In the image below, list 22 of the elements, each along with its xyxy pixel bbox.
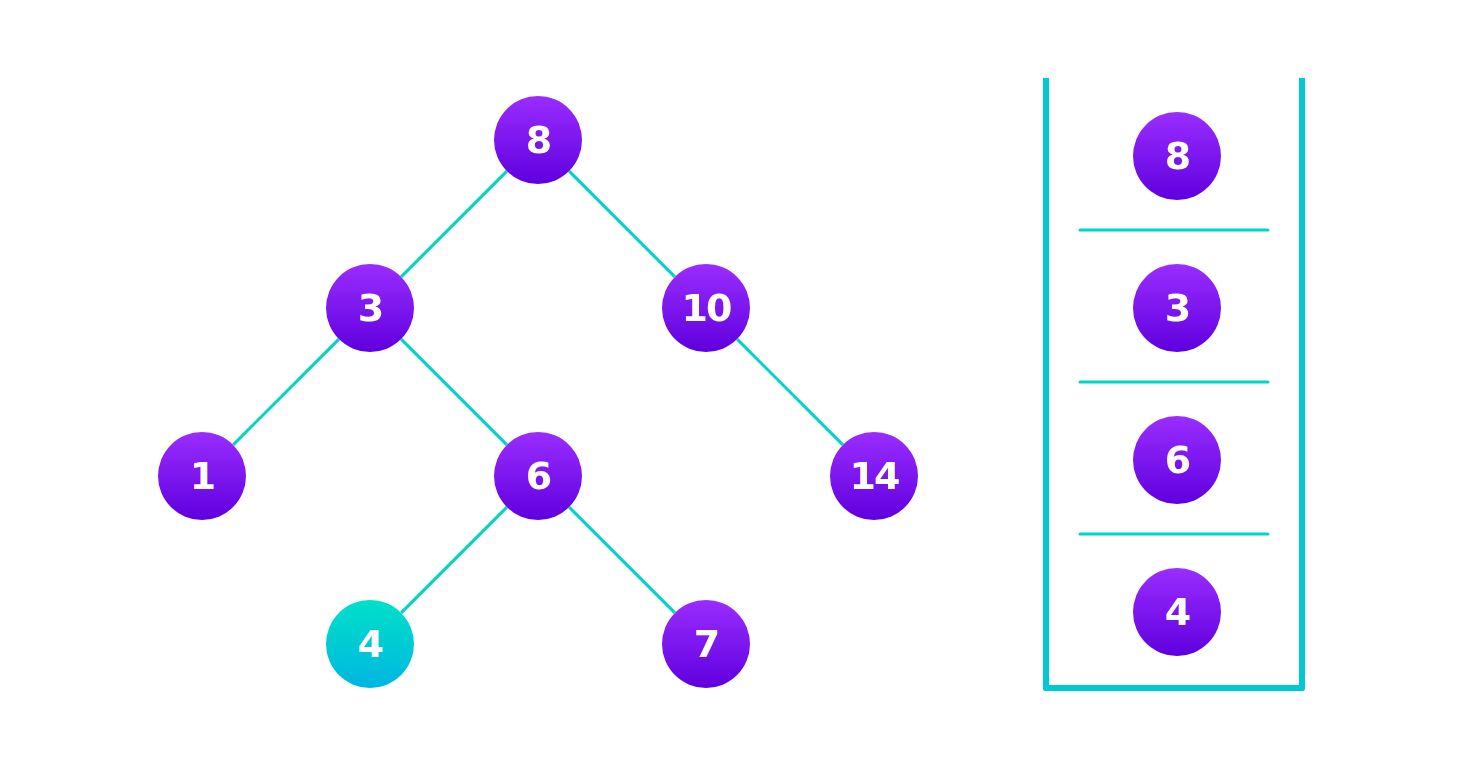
tree-edge bbox=[400, 170, 508, 278]
node-value: 14 bbox=[849, 457, 899, 495]
stack-container bbox=[1043, 78, 1305, 691]
tree-edge bbox=[232, 338, 340, 446]
node-value: 3 bbox=[357, 289, 383, 327]
node-value: 3 bbox=[1164, 289, 1190, 327]
tree-edge bbox=[400, 506, 508, 614]
node-value: 4 bbox=[1164, 593, 1190, 631]
tree-edge bbox=[736, 338, 844, 446]
tree-edge bbox=[568, 170, 676, 278]
tree-edge bbox=[568, 506, 676, 614]
node-value: 6 bbox=[525, 457, 551, 495]
node-value: 10 bbox=[681, 289, 731, 327]
node-value: 8 bbox=[525, 121, 551, 159]
node-value: 1 bbox=[189, 457, 215, 495]
tree-edge bbox=[400, 338, 508, 446]
node-value: 8 bbox=[1164, 137, 1190, 175]
node-value: 4 bbox=[357, 625, 383, 663]
node-value: 7 bbox=[693, 625, 719, 663]
tree-node bbox=[326, 264, 414, 352]
tree-node bbox=[494, 432, 582, 520]
node-value: 6 bbox=[1164, 441, 1190, 479]
